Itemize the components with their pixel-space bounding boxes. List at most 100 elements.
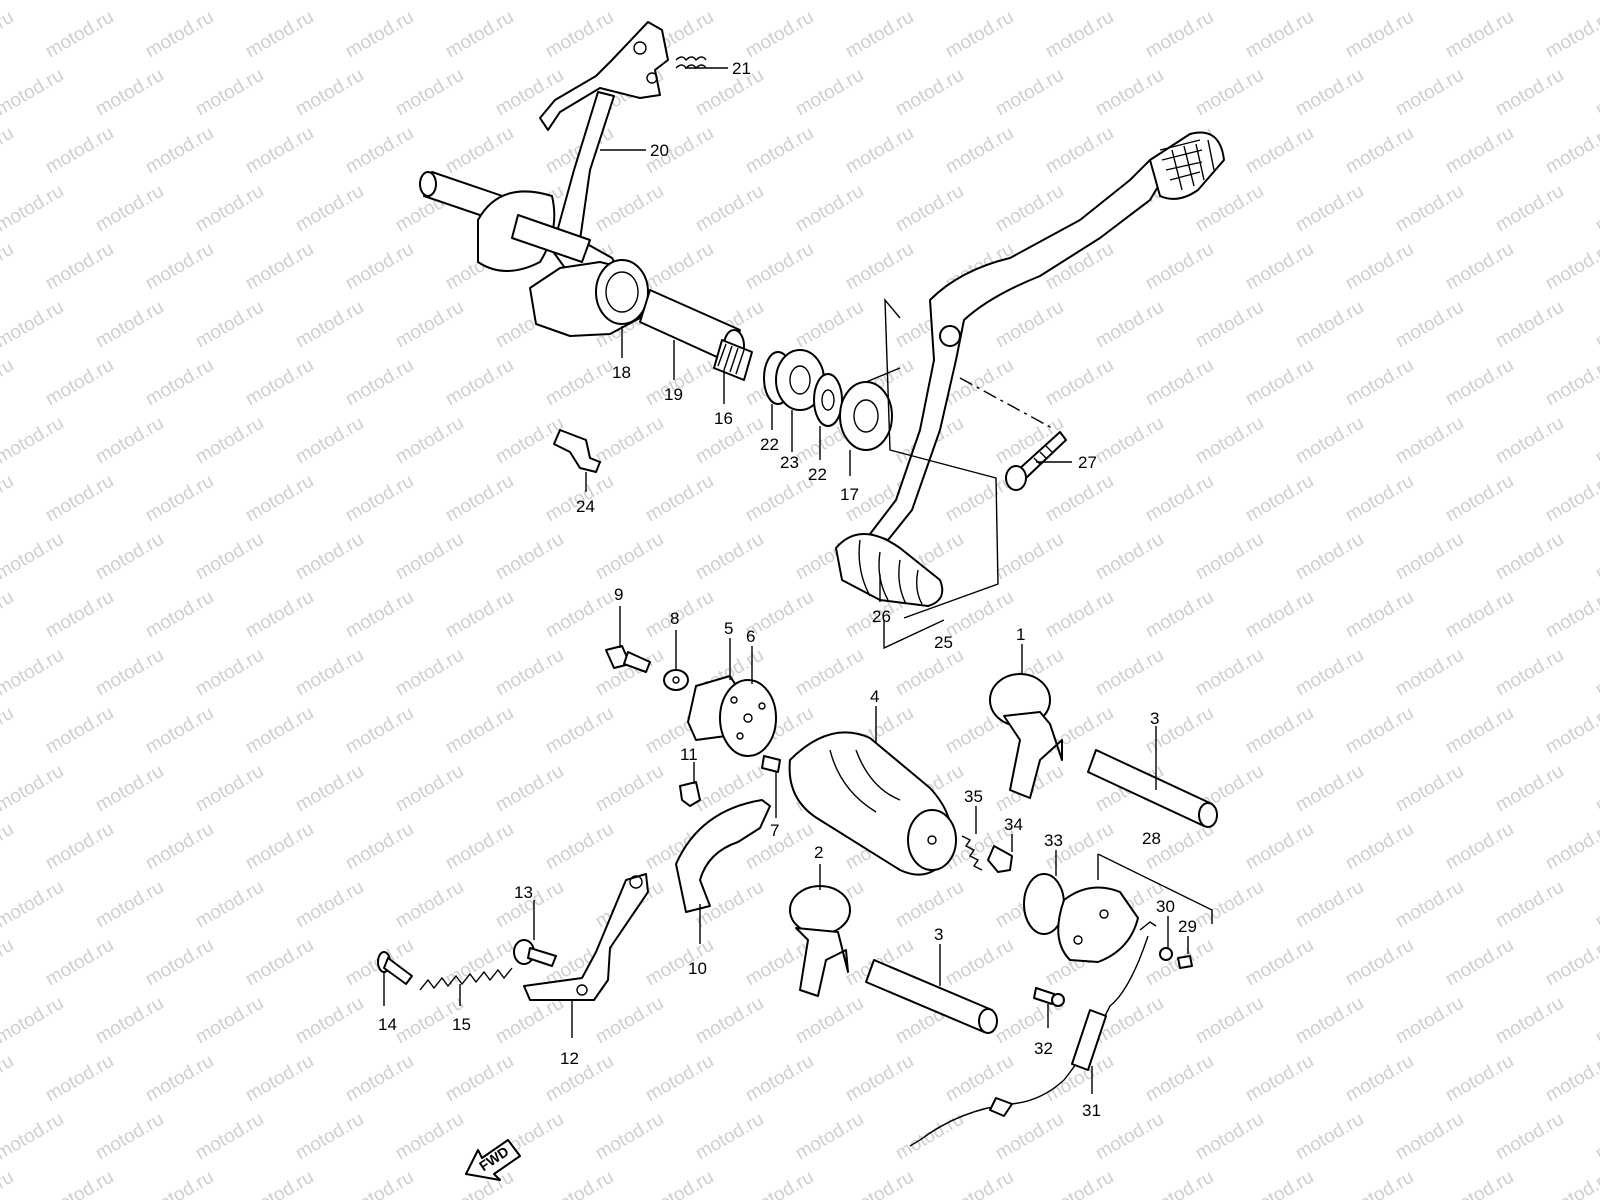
watermark-text: motod.ru bbox=[1542, 355, 1600, 411]
watermark-text: motod.ru bbox=[1092, 297, 1167, 353]
watermark-text: motod.ru bbox=[392, 877, 467, 933]
watermark-text: motod.ru bbox=[42, 355, 117, 411]
watermark-text: motod.ru bbox=[1592, 529, 1600, 585]
watermark-text: motod.ru bbox=[392, 0, 467, 4]
part-25-gearshift-pedal bbox=[835, 131, 1225, 607]
watermark-text: motod.ru bbox=[742, 239, 817, 295]
watermark-text: motod.ru bbox=[0, 1109, 67, 1165]
watermark-text: motod.ru bbox=[1392, 877, 1467, 933]
watermark-text: motod.ru bbox=[892, 645, 967, 701]
watermark-text: motod.ru bbox=[792, 993, 867, 1049]
watermark-text: motod.ru bbox=[1192, 993, 1267, 1049]
watermark-text: motod.ru bbox=[42, 1051, 117, 1107]
watermark-text: motod.ru bbox=[142, 7, 217, 63]
watermark-text: motod.ru bbox=[892, 65, 967, 121]
callout-27: 27 bbox=[1078, 453, 1097, 472]
watermark-text: motod.ru bbox=[92, 877, 167, 933]
watermark-text: motod.ru bbox=[342, 355, 417, 411]
watermark-text: motod.ru bbox=[392, 1109, 467, 1165]
watermark-text: motod.ru bbox=[92, 1109, 167, 1165]
watermark-text: motod.ru bbox=[492, 645, 567, 701]
watermark-text: motod.ru bbox=[592, 993, 667, 1049]
watermark-text: motod.ru bbox=[842, 1051, 917, 1107]
callout-12: 12 bbox=[560, 1049, 579, 1068]
watermark-text: motod.ru bbox=[392, 645, 467, 701]
watermark-text: motod.ru bbox=[1192, 65, 1267, 121]
watermark-text: motod.ru bbox=[292, 181, 367, 237]
watermark-text: motod.ru bbox=[142, 1051, 217, 1107]
fwd-arrow: FWD bbox=[465, 1139, 521, 1181]
watermark-text: motod.ru bbox=[542, 587, 617, 643]
watermark-text: motod.ru bbox=[1592, 65, 1600, 121]
watermark-text: motod.ru bbox=[1492, 297, 1567, 353]
watermark-text: motod.ru bbox=[442, 819, 517, 875]
callout-8: 8 bbox=[670, 609, 679, 628]
watermark-text: motod.ru bbox=[292, 297, 367, 353]
callout-18: 18 bbox=[612, 363, 631, 382]
watermark-text: motod.ru bbox=[292, 1109, 367, 1165]
watermark-text: motod.ru bbox=[1442, 355, 1517, 411]
watermark-text: motod.ru bbox=[0, 761, 67, 817]
watermark-text: motod.ru bbox=[992, 0, 1067, 4]
watermark-text: motod.ru bbox=[1492, 529, 1567, 585]
watermark-text: motod.ru bbox=[1542, 1051, 1600, 1107]
part-28-gear-position-switch bbox=[1057, 853, 1213, 963]
watermark-text: motod.ru bbox=[1442, 935, 1517, 991]
watermark-text: motod.ru bbox=[792, 645, 867, 701]
part-3-fork-shaft-a bbox=[1087, 749, 1218, 828]
watermark-text: motod.ru bbox=[542, 1051, 617, 1107]
watermark-text: motod.ru bbox=[0, 297, 67, 353]
watermark-text: motod.ru bbox=[592, 761, 667, 817]
watermark-text: motod.ru bbox=[1492, 993, 1567, 1049]
part-22-washer-b bbox=[813, 373, 843, 427]
part-2-fork bbox=[789, 885, 851, 997]
watermark-text: motod.ru bbox=[642, 1167, 717, 1200]
watermark-text: motod.ru bbox=[1292, 297, 1367, 353]
watermark-text: motod.ru bbox=[342, 239, 417, 295]
watermark-text: motod.ru bbox=[342, 123, 417, 179]
watermark-text: motod.ru bbox=[1092, 645, 1167, 701]
watermark-text: motod.ru bbox=[942, 1167, 1017, 1200]
part-10-lever bbox=[675, 799, 771, 913]
watermark-text: motod.ru bbox=[1192, 645, 1267, 701]
watermark-text: motod.ru bbox=[1192, 877, 1267, 933]
watermark-text: motod.ru bbox=[1342, 935, 1417, 991]
watermark-text: motod.ru bbox=[942, 587, 1017, 643]
callout-6: 6 bbox=[746, 627, 755, 646]
watermark-text: motod.ru bbox=[92, 297, 167, 353]
watermark-text: motod.ru bbox=[1442, 239, 1517, 295]
watermark-text: motod.ru bbox=[642, 471, 717, 527]
callout-22b: 22 bbox=[808, 465, 827, 484]
callout-13: 13 bbox=[514, 883, 533, 902]
watermark-text: motod.ru bbox=[0, 819, 17, 875]
part-21-spring bbox=[675, 56, 707, 70]
watermark-text: motod.ru bbox=[1392, 413, 1467, 469]
watermark-text: motod.ru bbox=[1392, 529, 1467, 585]
callout-22a: 22 bbox=[760, 435, 779, 454]
watermark-text: motod.ru bbox=[1292, 761, 1367, 817]
watermark-text: motod.ru bbox=[542, 355, 617, 411]
watermark-text: motod.ru bbox=[1292, 645, 1367, 701]
watermark-text: motod.ru bbox=[192, 413, 267, 469]
part-9-bolt bbox=[605, 645, 651, 673]
watermark-text: motod.ru bbox=[1542, 471, 1600, 527]
watermark-text: motod.ru bbox=[342, 703, 417, 759]
watermark-text: motod.ru bbox=[1542, 819, 1600, 875]
watermark-text: motod.ru bbox=[542, 7, 617, 63]
watermark-text: motod.ru bbox=[1442, 7, 1517, 63]
watermark-text: motod.ru bbox=[192, 0, 267, 4]
watermark-text: motod.ru bbox=[1042, 471, 1117, 527]
watermark-text: motod.ru bbox=[842, 7, 917, 63]
watermark-text: motod.ru bbox=[0, 65, 67, 121]
watermark-text: motod.ru bbox=[42, 471, 117, 527]
watermark-text: motod.ru bbox=[92, 761, 167, 817]
part-31-lead-wire bbox=[909, 921, 1157, 1147]
watermark-text: motod.ru bbox=[0, 877, 67, 933]
watermark-text: motod.ru bbox=[292, 761, 367, 817]
watermark-text: motod.ru bbox=[1292, 877, 1367, 933]
watermark-text: motod.ru bbox=[1342, 355, 1417, 411]
watermark-text: motod.ru bbox=[192, 761, 267, 817]
callout-33: 33 bbox=[1044, 831, 1063, 850]
watermark-text: motod.ru bbox=[692, 1109, 767, 1165]
callout-10: 10 bbox=[688, 959, 707, 978]
